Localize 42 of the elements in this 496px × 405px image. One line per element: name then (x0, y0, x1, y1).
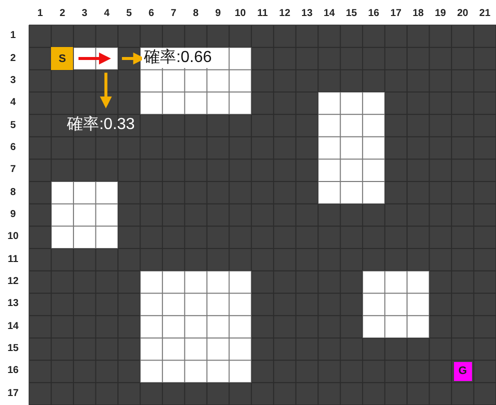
column-number: 1 (36, 8, 44, 20)
column-number: 18 (412, 8, 425, 20)
column-number: 6 (148, 8, 156, 20)
probability-label: 確率:0.66 (142, 48, 214, 68)
row-number: 1 (9, 30, 17, 42)
row-number: 9 (9, 209, 17, 221)
row-number: 10 (6, 231, 20, 244)
column-number: 19 (434, 8, 447, 20)
row-number: 14 (6, 320, 20, 333)
row-number: 6 (9, 142, 17, 154)
column-number: 5 (125, 8, 133, 20)
start-cell: S (51, 47, 74, 70)
column-number: 9 (214, 8, 222, 20)
column-number: 3 (80, 8, 88, 20)
row-number: 12 (6, 276, 20, 288)
row-number: 17 (6, 388, 20, 400)
row-number: 5 (9, 120, 17, 132)
column-number: 4 (103, 8, 111, 20)
column-number: 12 (278, 8, 292, 20)
column-number: 8 (192, 8, 200, 20)
column-number: 2 (58, 8, 66, 20)
row-number: 7 (9, 164, 17, 176)
column-number: 17 (389, 8, 402, 20)
column-number: 7 (170, 8, 178, 20)
row-number: 13 (6, 298, 20, 310)
row-number: 4 (9, 97, 17, 110)
goal-cell: G (454, 362, 472, 381)
row-number: 11 (6, 254, 20, 266)
column-number: 11 (256, 8, 269, 20)
row-number: 8 (9, 186, 17, 199)
column-number: 10 (234, 8, 247, 20)
probability-label: 確率:0.33 (67, 115, 135, 136)
column-number: 20 (456, 8, 470, 20)
column-number: 21 (478, 8, 492, 20)
row-number: 15 (6, 343, 20, 356)
row-number: 16 (6, 365, 20, 378)
row-number: 3 (9, 74, 17, 87)
column-number: 14 (322, 8, 336, 20)
column-number: 15 (344, 8, 358, 20)
column-number: 13 (300, 8, 314, 20)
column-number: 16 (367, 8, 380, 20)
row-number: 2 (9, 52, 17, 65)
